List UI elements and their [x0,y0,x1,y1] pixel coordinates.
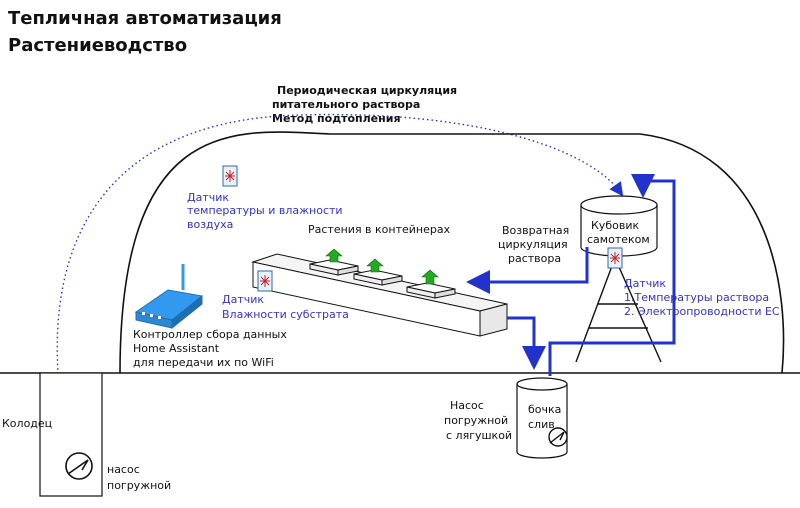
drain-pump-line-2: погружной [444,414,508,427]
barrel-line-2: слив [528,418,555,431]
drain-pump-line-1: Насос [450,399,484,412]
plant-icon [325,248,343,263]
wifi-router-icon [134,264,204,330]
substrate-sensor-line-2: Влажности субстрата [222,308,349,321]
drain-pump-line-3: с лягушкой [446,429,512,442]
tank-sensor-line-2: 1.Температуры раствора [624,291,769,304]
well [39,372,103,497]
controller-line-3: для передачи их по WiFi [133,356,274,369]
tank-line-2: самотеком [587,233,650,246]
controller-line-1: Контроллер сбора данных [133,328,287,341]
plant-icon [421,269,439,285]
controller-line-2: Home Assistant [133,342,220,355]
plant-icon [366,258,384,273]
return-flow-line-2: циркуляция [498,238,568,251]
tank-tower [575,257,662,363]
tank-sensor-line-1: Датчик [624,277,666,290]
well-pump-line-2: погружной [107,479,171,492]
well-pump-icon [65,452,93,480]
air-sensor-icon [222,165,238,187]
tank-sensor-line-3: 2. Электропроводности EC [624,305,780,318]
well-pump-line-1: насос [107,463,140,476]
plant-container-2 [353,269,403,286]
gravity-tank [580,195,658,257]
title-line-2: Растениеводство [8,35,187,56]
tank-sensor-icon [607,247,623,269]
circulation-line-2: питательного раствора [272,98,420,111]
air-sensor-line-2: температуры и влажности [187,204,343,217]
return-flow-line-1: Возвратная [502,224,569,237]
plant-container-1 [309,259,359,276]
air-sensor-line-1: Датчик [187,191,229,204]
drain-pipe [507,316,546,370]
title-line-1: Тепличная автоматизация [8,8,282,29]
circulation-line-3: Метод подтопления [272,112,401,125]
barrel-line-1: бочка [528,403,561,416]
circulation-dotted-arc [56,113,624,411]
air-sensor-line-3: воздуха [187,218,233,231]
greenhouse-dome [119,131,785,374]
plants-label: Растения в контейнерах [308,223,451,236]
supply-pipe [548,174,676,376]
tank-to-table-pipe [466,247,589,294]
return-flow-line-3: раствора [508,252,561,265]
well-label: Колодец [2,417,52,430]
plant-container-3 [406,282,456,299]
substrate-sensor-icon [257,270,273,292]
drain-pump-icon [548,427,568,447]
tank-line-1: Кубовик [591,219,639,232]
substrate-sensor-line-1: Датчик [222,293,264,306]
circulation-line-1: Периодическая циркуляция [277,84,457,97]
